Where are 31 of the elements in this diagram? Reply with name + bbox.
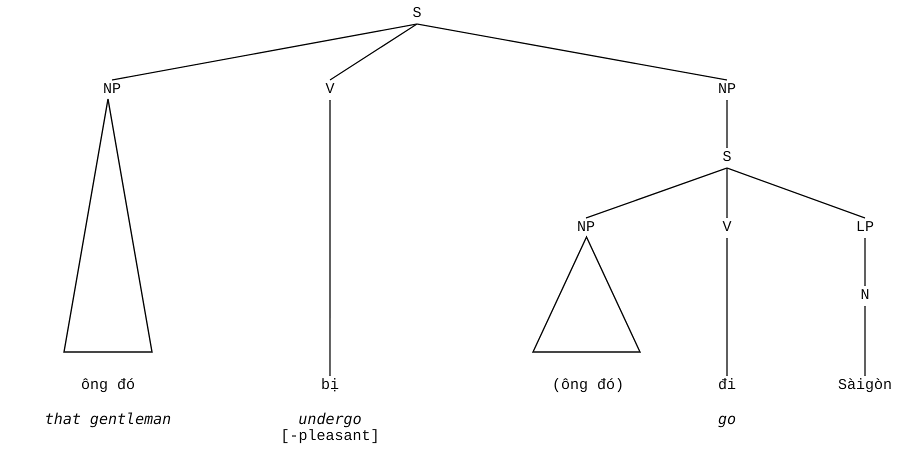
tree-label: N [860,287,870,305]
tree-label: NP [103,81,121,99]
gloss-text: [-pleasant] [280,428,380,446]
tree-label: S [412,5,422,23]
tree-branch [864,306,866,376]
tree-label: LP [856,219,874,237]
tree-branch [864,238,866,286]
triangle-shape [64,99,152,352]
tree-branch [586,167,728,219]
tree-branch [329,100,331,376]
tree-branch [726,167,866,219]
tree-branch [726,100,728,148]
tree-label: ông đó [80,377,135,395]
tree-branch [726,168,728,218]
tree-label: S [722,149,732,167]
triangle-shape [533,237,640,352]
tree-label: Sàigòn [838,377,892,395]
tree-label: V [326,81,334,99]
gloss-text: that gentleman [44,410,172,428]
tree-label: bị [320,377,339,395]
tree-label: NP [577,219,595,237]
gloss-text: go [718,410,736,428]
gloss-text: undergo [298,410,362,428]
tree-branch [112,23,418,81]
tree-label: đi [718,377,736,395]
tree-label: NP [718,81,736,99]
tree-label: (ông đó) [552,377,624,395]
tree-label: V [722,219,732,237]
tree-branch [726,238,728,376]
tree-branch [330,23,418,81]
tree-branch [416,23,728,81]
